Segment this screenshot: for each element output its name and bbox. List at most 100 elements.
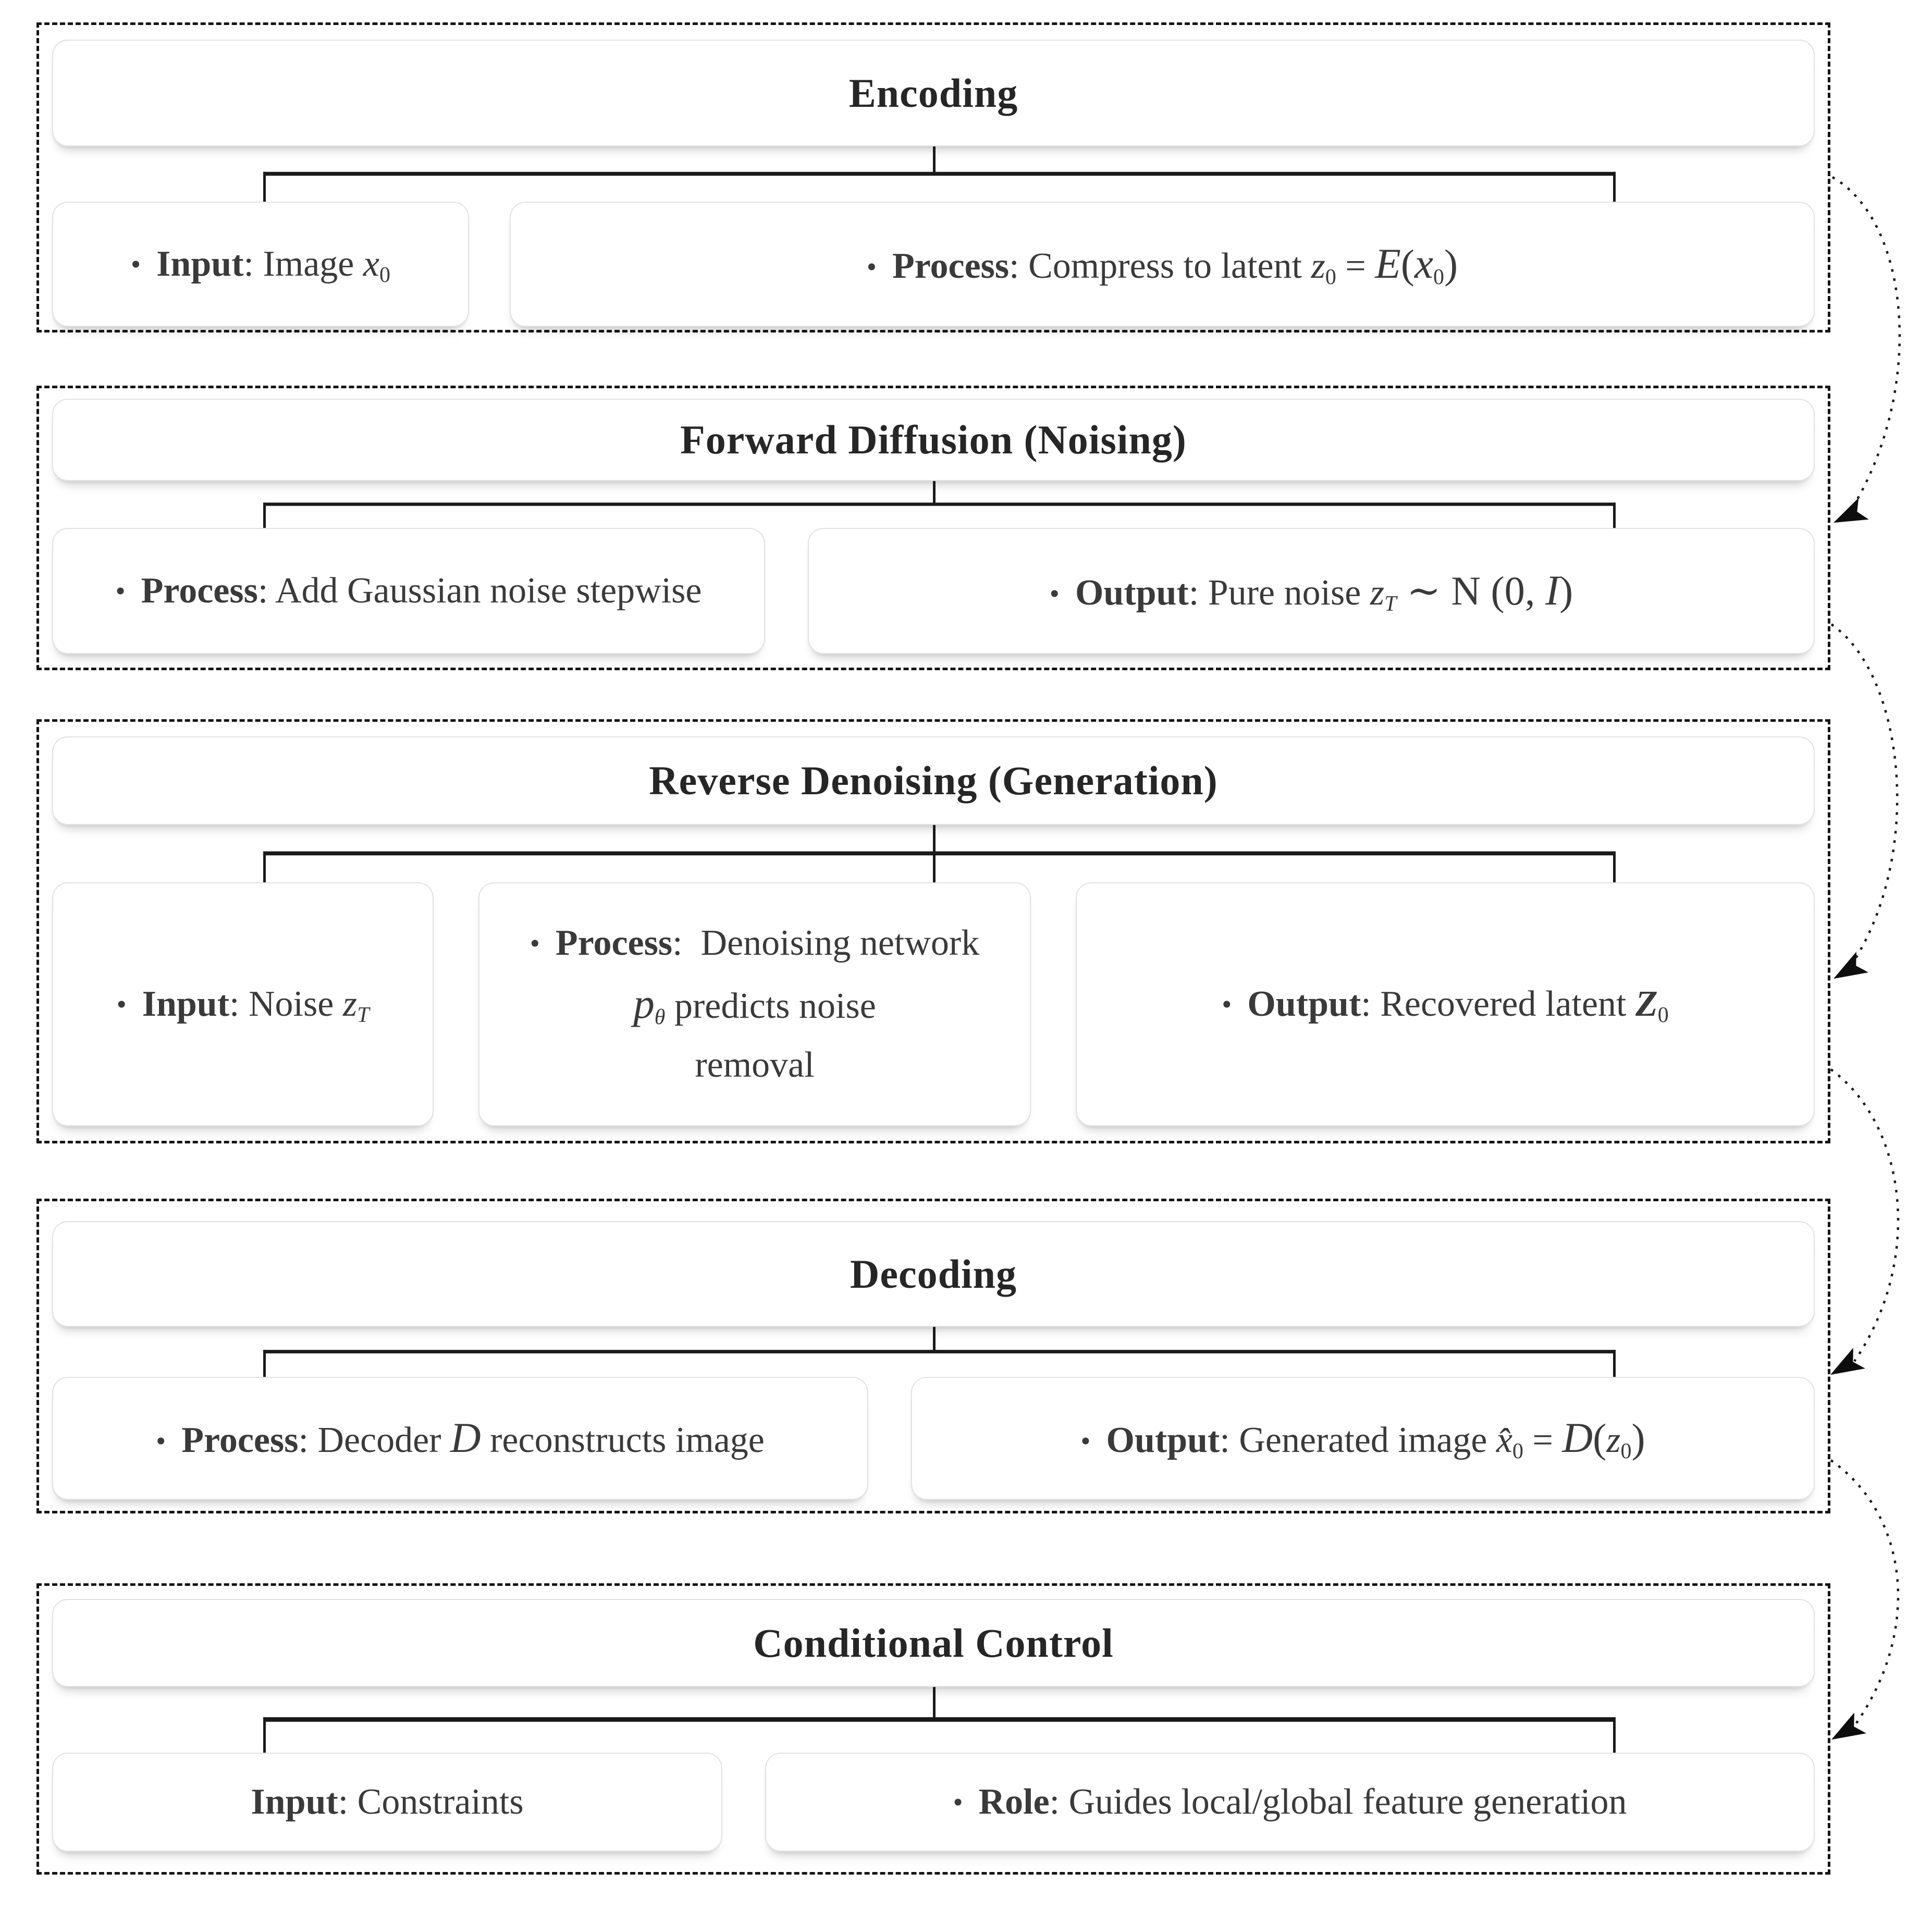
item-text-line: • Role: Guides local/global feature gener… (953, 1774, 1627, 1831)
bracket-bar (263, 1717, 1616, 1722)
stage-title-box: Encoding (52, 40, 1815, 146)
item-text-line: •Output: Recovered latent Z0 (1222, 976, 1669, 1033)
bracket-drop-middle (933, 851, 936, 882)
stage-title-reverse-denoising: Reverse Denoising (Generation) (649, 758, 1218, 803)
bullet-icon: • (115, 575, 126, 607)
text-segment: z (1370, 573, 1385, 613)
item-text-line: • Input: Image x0 (131, 236, 390, 293)
item-process-decoder-reconstructs: •Process: Decoder D reconstructs image (52, 1377, 868, 1500)
text-segment: : Guides local/global feature generation (1049, 1781, 1627, 1822)
stage-title-box: Conditional Control (52, 1599, 1815, 1687)
text-segment: (0, (1480, 568, 1546, 614)
bracket-connector (263, 1327, 1616, 1377)
bracket-bar (263, 851, 1616, 856)
bracket-drop-left (263, 502, 266, 528)
bracket-stub (933, 1687, 936, 1720)
bracket-stub (933, 1327, 936, 1352)
bracket-drop-right (1613, 1350, 1616, 1377)
stage-title-box: Reverse Denoising (Generation) (52, 736, 1815, 825)
text-segment: Process (555, 922, 673, 963)
bracket-bar (263, 1350, 1616, 1353)
text-segment: Output (1075, 573, 1189, 613)
flow-arrow-decoding-to-conditional-control (1830, 1459, 1900, 1740)
text-segment: Input (156, 243, 244, 284)
item-text-line: Input: Constraints (251, 1774, 523, 1831)
text-segment: ) (1559, 568, 1573, 614)
stage-conditional-control: Conditional Control Input: Constraints • R… (36, 1583, 1830, 1875)
item-role-guides-features: • Role: Guides local/global feature gener… (765, 1753, 1815, 1852)
item-output-recovered-latent: •Output: Recovered latent Z0 (1076, 882, 1815, 1126)
bullet-icon: • (866, 250, 877, 282)
bracket-stub (933, 825, 936, 854)
text-segment: z (342, 983, 358, 1024)
stage-title-encoding: Encoding (848, 70, 1018, 116)
item-text-line: •Output: Generated image x̂0 = D(z0) (1080, 1406, 1645, 1471)
item-text-line: removal (695, 1037, 814, 1094)
stage-children: Input: Constraints • Role: Guides local/gl… (52, 1753, 1815, 1852)
stage-children: •Input: Image x0•Process: Compress to la… (52, 202, 1815, 327)
arrow-curve (1831, 176, 1901, 511)
stage-encoding: Encoding •Input: Image x0•Process: Compr… (36, 22, 1830, 332)
bullet-icon: • (131, 248, 141, 280)
item-text-line: •Input: Noise zT (117, 976, 370, 1033)
stage-forward-diffusion: Forward Diffusion (Noising) •Process: Ad… (36, 386, 1830, 670)
bullet-icon: • (1222, 988, 1232, 1020)
text-segment: = (1336, 246, 1375, 287)
bracket-drop-left (263, 1717, 266, 1753)
stage-title-conditional-control: Conditional Control (753, 1620, 1114, 1666)
item-process-add-gaussian-noise: •Process: Add Gaussian noise stepwise (52, 528, 765, 654)
flow-arrow-reverse-denoising-to-decoding (1830, 1068, 1900, 1375)
item-process-compress-to-latent: •Process: Compress to latent z0 = E(x0) (510, 202, 1815, 327)
text-segment: Process (181, 1420, 299, 1461)
text-segment: 0 (1620, 1439, 1632, 1463)
bullet-icon: • (953, 1786, 963, 1818)
bracket-drop-right (1613, 851, 1616, 882)
text-segment: : Generated image (1220, 1420, 1496, 1461)
bracket-drop-left (263, 851, 266, 882)
bracket-bar (263, 171, 1616, 176)
text-segment: : Image (243, 243, 363, 284)
bracket-drop-left (263, 1350, 266, 1377)
stage-title-forward-diffusion: Forward Diffusion (Noising) (680, 417, 1187, 462)
text-segment: : Constraints (338, 1781, 524, 1822)
text-segment: ( (1400, 241, 1414, 287)
text-segment: T (1384, 592, 1397, 616)
text-segment: : Pure noise (1188, 573, 1370, 613)
text-segment: z (1311, 246, 1325, 287)
bracket-connector (263, 1687, 1616, 1753)
item-output-generated-image: •Output: Generated image x̂0 = D(z0) (911, 1377, 1815, 1500)
item-text-line: •Process: Decoder D reconstructs image (156, 1406, 765, 1471)
arrowhead-icon (1830, 1348, 1865, 1375)
text-segment: 0 (379, 263, 390, 287)
arrow-curve (1830, 1068, 1900, 1362)
arrow-curve (1830, 1459, 1900, 1727)
arrowhead-icon (1831, 1713, 1866, 1740)
text-segment: predicts noise (665, 986, 876, 1027)
bullet-icon: • (156, 1424, 166, 1457)
bracket-drop-right (1613, 171, 1616, 202)
text-segment: T (357, 1003, 370, 1027)
item-text-line: •Process: Denoising network (530, 915, 979, 972)
bracket-connector (263, 825, 1616, 882)
text-segment: 0 (1433, 265, 1445, 289)
bracket-drop-left (263, 171, 266, 202)
item-input-image: • Input: Image x0 (52, 202, 469, 327)
text-segment: Input (251, 1781, 338, 1822)
item-text-line: •Process: Add Gaussian noise stepwise (116, 563, 702, 620)
arrowhead-icon (1833, 498, 1869, 523)
flow-arrow-forward-diffusion-to-reverse-denoising (1830, 623, 1899, 979)
bracket-drop-right (1613, 502, 1616, 528)
bracket-stub (933, 481, 936, 504)
text-segment: Z (1635, 983, 1658, 1024)
text-segment: Output (1247, 983, 1361, 1024)
text-segment: E (1375, 240, 1401, 288)
arrow-curve (1830, 623, 1899, 966)
text-segment: D (1562, 1414, 1593, 1462)
text-segment: x (363, 243, 379, 284)
stage-decoding: Decoding •Process: Decoder D reconstruct… (36, 1199, 1830, 1513)
text-segment: x (1414, 240, 1434, 288)
text-segment: : Compress to latent (1009, 246, 1311, 287)
text-segment: Role (978, 1781, 1050, 1822)
bracket-drop-right (1613, 1717, 1616, 1753)
text-segment: D (450, 1414, 481, 1462)
